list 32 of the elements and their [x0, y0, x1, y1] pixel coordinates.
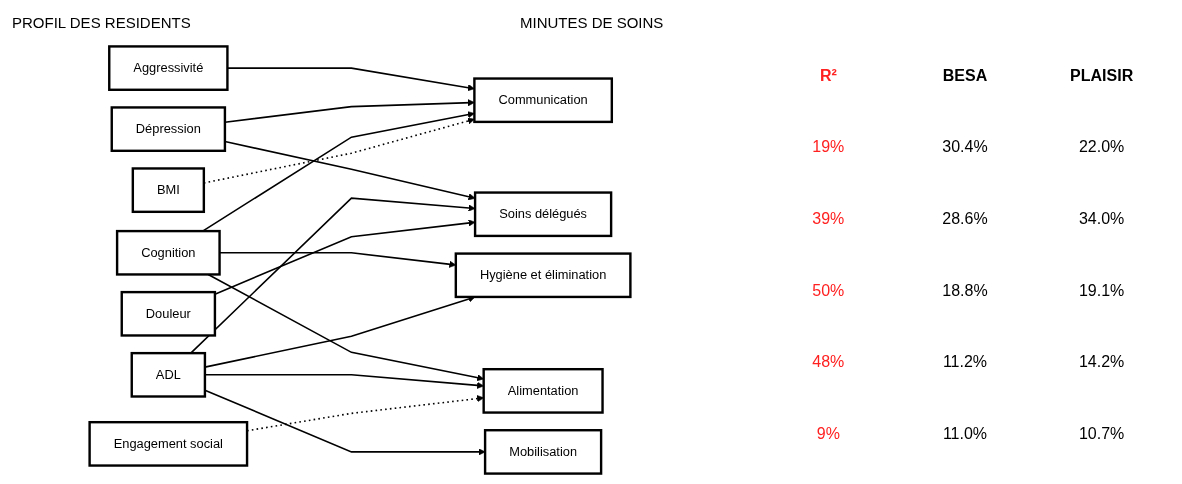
table-value: 22.0% — [1078, 138, 1125, 157]
table-value: 11.0% — [942, 425, 988, 444]
process-box: Cognition — [115, 229, 221, 276]
table-value: 28.6% — [942, 210, 988, 229]
process-box: Dépression — [110, 106, 227, 152]
process-box: Hygiène et élimination — [454, 252, 632, 299]
process-box: Engagement social — [88, 421, 249, 467]
table-value: 18.8% — [942, 281, 988, 300]
table-value: 19.1% — [1078, 281, 1125, 300]
column-heading: PLAISIR — [1070, 66, 1134, 85]
table-value: 50% — [812, 281, 845, 300]
table-value: 48% — [812, 353, 845, 372]
table-value: 30.4% — [942, 138, 988, 157]
process-box: Douleur — [120, 290, 217, 337]
table-value: 34.0% — [1078, 210, 1125, 229]
column-heading: R² — [819, 66, 837, 85]
column-heading: BESA — [942, 66, 988, 85]
process-box: Alimentation — [482, 368, 604, 414]
process-box: BMI — [131, 167, 206, 214]
table-value: 14.2% — [1078, 353, 1125, 372]
table-value: 9% — [816, 425, 840, 444]
column-heading: MINUTES DE SOINS — [520, 14, 664, 31]
process-box: ADL — [130, 351, 207, 398]
process-box: Soins délégués — [473, 191, 613, 238]
process-box: Communication — [473, 77, 614, 124]
table-value: 39% — [812, 210, 845, 229]
diagram-title: PROFIL DES RESIDENTS — [12, 14, 191, 31]
process-box: Aggressivité — [108, 45, 229, 91]
table-value: 10.7% — [1078, 425, 1125, 444]
table-value: 11.2% — [942, 353, 988, 372]
process-box: Mobilisation — [483, 429, 603, 475]
table-value: 19% — [812, 138, 845, 157]
